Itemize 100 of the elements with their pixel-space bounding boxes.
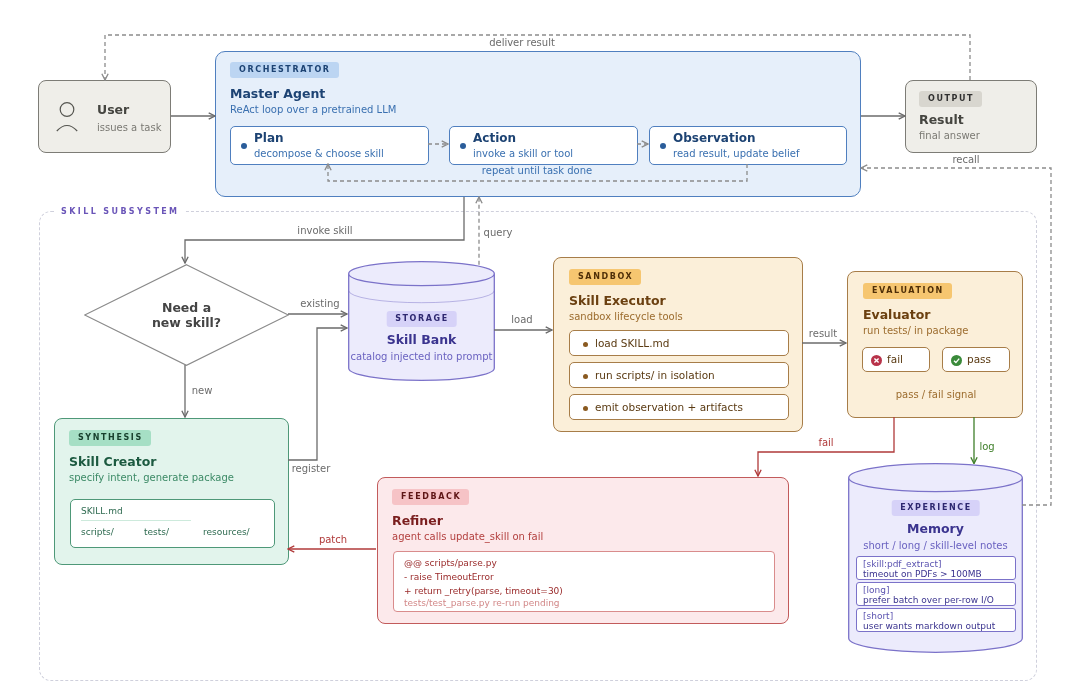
- arrow: [287, 310, 348, 318]
- dashed-arrow: [324, 163, 748, 182]
- tool-item: [569, 330, 789, 356]
- category-tag: EXPERIENCE: [891, 500, 980, 516]
- arrow: [287, 545, 377, 553]
- output-box: [905, 80, 1037, 153]
- note-tag: [short]: [863, 610, 894, 621]
- step-description: read result, update belief: [673, 148, 800, 160]
- arrow: [754, 416, 895, 477]
- diff-line: + return _retry(parse, timeout=30): [404, 586, 563, 597]
- agent-panel: [215, 51, 861, 197]
- executor-panel: [553, 257, 803, 432]
- tool-item: [569, 362, 789, 388]
- diff-line: - raise TimeoutError: [404, 572, 494, 583]
- category-tag: ORCHESTRATOR: [230, 62, 339, 78]
- edge-label: existing: [298, 298, 342, 310]
- node-subtitle: sandbox lifecycle tools: [569, 311, 683, 323]
- file-tree-card: [70, 499, 275, 548]
- edge-label: log: [977, 441, 997, 453]
- tool-item: [569, 394, 789, 420]
- edge-label: register: [289, 463, 333, 475]
- arrow: [181, 196, 465, 264]
- category-tag: OUTPUT: [919, 91, 983, 107]
- arrow: [493, 326, 553, 334]
- node-subtitle: catalog injected into prompt: [350, 351, 493, 363]
- decision-text: Need a new skill?: [150, 300, 223, 330]
- step-box: [230, 126, 429, 165]
- node-subtitle: issues a task: [97, 122, 162, 134]
- file-name: resources/: [203, 527, 250, 538]
- note-text: user wants markdown output: [863, 620, 996, 632]
- node-subtitle: agent calls update_skill on fail: [392, 531, 544, 543]
- category-tag: FEEDBACK: [392, 489, 470, 505]
- step-box: [649, 126, 847, 165]
- node-title: Skill Executor: [569, 293, 666, 308]
- edge-label: deliver result: [487, 37, 557, 49]
- edge-label: result: [806, 328, 840, 340]
- step-description: decompose & choose skill: [254, 148, 384, 160]
- diff-line: @@ scripts/parse.py: [404, 558, 497, 569]
- dashed-arrow: [475, 196, 483, 266]
- creator-panel: [54, 418, 289, 565]
- dashed-arrow: [636, 140, 649, 148]
- step-title: Plan: [254, 131, 284, 146]
- item-text: run scripts/ in isolation: [595, 368, 715, 382]
- arrow: [170, 112, 216, 120]
- dashed-arrow: [860, 164, 1052, 506]
- node-subtitle: run tests/ in package: [863, 325, 969, 337]
- category-tag: SYNTHESIS: [69, 430, 151, 446]
- arrow: [287, 324, 348, 461]
- arrow: [970, 416, 978, 465]
- code-diff-box: [393, 551, 775, 612]
- step-description: invoke a skill or tool: [473, 148, 574, 160]
- category-tag: EVALUATION: [863, 283, 952, 299]
- node-title: Evaluator: [863, 307, 931, 322]
- note-text: prefer batch over per-row I/O: [863, 594, 994, 606]
- arrow: [801, 339, 847, 347]
- edge-label: query: [481, 227, 515, 239]
- node-subtitle: short / long / skill-level notes: [863, 540, 1008, 552]
- panel-note: pass / fail signal: [895, 389, 977, 401]
- edge-label: fail: [816, 437, 836, 449]
- node-title: Master Agent: [230, 86, 326, 101]
- node-title: Skill Creator: [69, 454, 157, 469]
- note-card: [856, 608, 1016, 632]
- arrow: [860, 112, 906, 120]
- step-title: Action: [473, 131, 517, 146]
- edge-label: recall: [950, 154, 982, 166]
- note-tag: [long]: [863, 584, 890, 595]
- step-title: Observation: [673, 131, 756, 146]
- node-title: Skill Bank: [386, 332, 457, 347]
- edge-label: new: [189, 385, 215, 397]
- edge-label: repeat until task done: [479, 165, 595, 177]
- status-text: fail: [887, 353, 903, 366]
- edge-label: invoke skill: [295, 225, 355, 237]
- node-title: Memory: [907, 521, 964, 536]
- edge-label: load: [509, 314, 535, 326]
- edge-label: patch: [316, 534, 350, 546]
- evaluator-panel: [847, 271, 1023, 418]
- status-text: pass: [967, 353, 992, 366]
- category-tag: SANDBOX: [569, 269, 642, 285]
- node-subtitle: ReAct loop over a pretrained LLM: [230, 104, 397, 116]
- node-subtitle: specify intent, generate package: [69, 472, 234, 484]
- file-name: tests/: [144, 527, 169, 538]
- node-title: Result: [919, 112, 964, 127]
- note-card: [856, 582, 1016, 606]
- status-chip: [862, 347, 930, 372]
- actor-box: [38, 80, 171, 153]
- dashed-arrow: [427, 140, 449, 148]
- frame-title: SKILL SUBSYSTEM: [54, 207, 185, 217]
- refiner-panel: [377, 477, 789, 624]
- status-chip: [942, 347, 1010, 372]
- step-box: [449, 126, 638, 165]
- file-name: SKILL.md: [81, 506, 123, 517]
- item-text: emit observation + artifacts: [595, 400, 743, 414]
- node-title: Refiner: [392, 513, 443, 528]
- arrow: [181, 364, 189, 418]
- dashed-arrow: [101, 34, 971, 81]
- diff-line: tests/test_parse.py re-run pending: [404, 598, 560, 609]
- note-card: [856, 556, 1016, 580]
- category-tag: STORAGE: [386, 311, 457, 327]
- item-text: load SKILL.md: [595, 336, 670, 350]
- node-title: User: [97, 102, 130, 117]
